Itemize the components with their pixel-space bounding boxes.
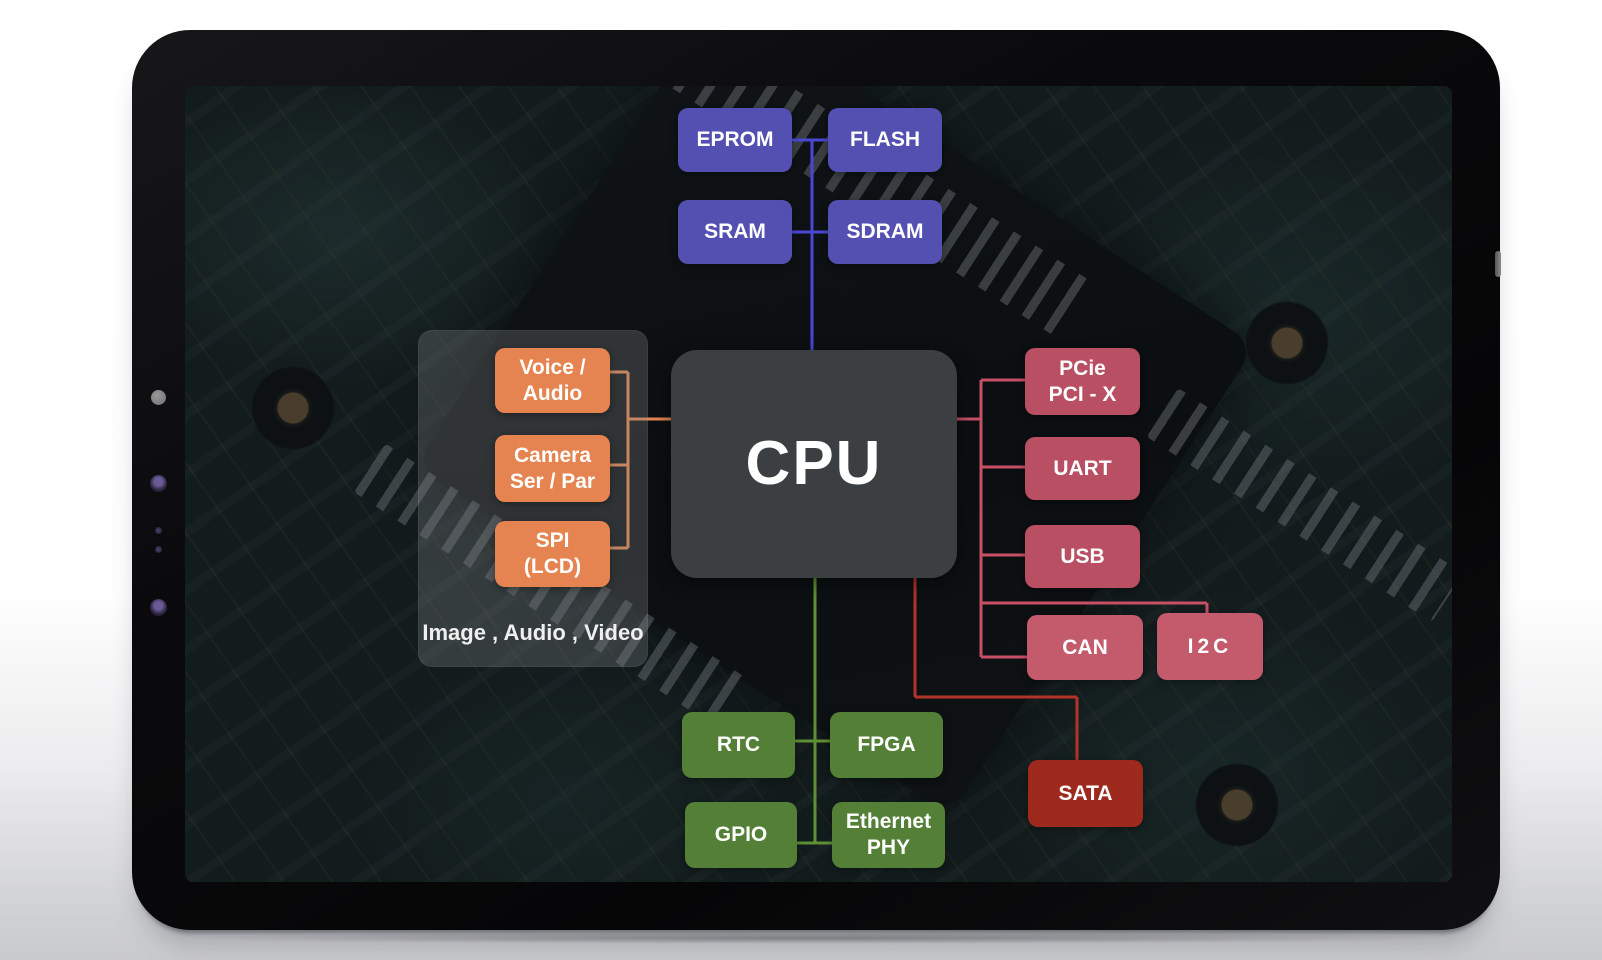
ethernet-phy-node: Ethernet PHY (832, 802, 945, 868)
voice-audio-node: Voice / Audio (495, 348, 610, 413)
eprom-node: EPROM (678, 108, 792, 172)
sensor-icon (150, 599, 167, 616)
spi-lcd-node: SPI (LCD) (495, 521, 610, 587)
sdram-label: SDRAM (846, 220, 924, 244)
front-camera-icon (151, 390, 166, 405)
ethernet-label-line1: Ethernet (845, 810, 932, 834)
io-bus-lines (957, 378, 1209, 659)
pcie-node: PCie PCI - X (1025, 348, 1140, 415)
media-group-caption: Image , Audio , Video (422, 620, 644, 645)
rtc-node: RTC (682, 712, 795, 778)
cpu-label: CPU (745, 429, 883, 499)
camera-node: Camera Ser / Par (495, 435, 610, 502)
circuit-board-photo (185, 86, 1452, 882)
cpu-node: CPU (671, 350, 957, 578)
mounting-hole (1245, 301, 1329, 385)
rtc-label: RTC (716, 733, 761, 757)
pcie-label-line1: PCie (1059, 356, 1106, 380)
connector-lines (610, 138, 1209, 845)
gpio-label: GPIO (714, 823, 768, 847)
sata-node: SATA (1028, 760, 1143, 827)
tablet-device: EPROM FLASH SRAM SDRAM Voice / Audio Cam… (132, 30, 1501, 944)
camera-label-line2: Ser / Par (509, 469, 596, 493)
gpio-node: GPIO (685, 802, 797, 868)
ethernet-label-line2: PHY (866, 836, 911, 859)
sram-label: SRAM (704, 220, 766, 244)
flash-label: FLASH (850, 128, 920, 152)
sensor-icon (150, 475, 167, 492)
spi-label-line1: SPI (535, 529, 570, 553)
memory-bus-lines (792, 138, 828, 350)
spi-label-line2: (LCD) (523, 555, 582, 578)
flash-node: FLASH (828, 108, 942, 172)
pcie-label-line2: PCI - X (1048, 382, 1117, 406)
indicator-dot-icon (155, 527, 162, 534)
voice-audio-label-line1: Voice / (519, 355, 586, 379)
tablet-screen: EPROM FLASH SRAM SDRAM Voice / Audio Cam… (185, 86, 1452, 882)
mounting-hole (1195, 763, 1279, 847)
usb-node: USB (1025, 525, 1140, 588)
usb-label: USB (1060, 544, 1105, 568)
can-label: CAN (1062, 635, 1108, 659)
sata-label: SATA (1058, 781, 1113, 805)
peripheral-bus-lines (795, 578, 832, 845)
power-button (1495, 251, 1501, 277)
voice-audio-label-line2: Audio (522, 381, 583, 405)
camera-label-line1: Camera (513, 443, 592, 467)
i2c-label: I2C (1187, 634, 1233, 658)
fpga-node: FPGA (830, 712, 943, 778)
sata-bus-lines (913, 578, 1079, 763)
eprom-label: EPROM (696, 128, 774, 152)
fpga-label: FPGA (857, 733, 916, 757)
sdram-node: SDRAM (828, 200, 942, 264)
uart-label: UART (1053, 456, 1112, 480)
uart-node: UART (1025, 437, 1140, 500)
media-bus-lines (610, 370, 671, 550)
sram-node: SRAM (678, 200, 792, 264)
i2c-node: I2C (1157, 613, 1263, 680)
indicator-dot-icon (155, 546, 162, 553)
can-node: CAN (1027, 615, 1143, 680)
mounting-hole (251, 366, 335, 450)
